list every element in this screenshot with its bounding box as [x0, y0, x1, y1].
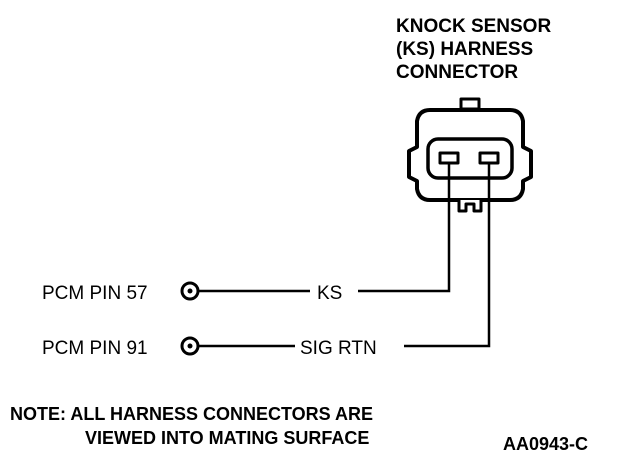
harness-connector — [407, 97, 533, 213]
figure-code: AA0943-C — [503, 434, 588, 454]
wires — [198, 163, 491, 348]
connector-latch-tab — [459, 97, 481, 111]
connector-terminal-ks — [438, 151, 460, 165]
wire-ks — [358, 163, 451, 293]
pcm-pin-91-signal-label: SIG RTN — [300, 338, 377, 359]
pcm-pin-57-terminal-dot — [187, 288, 193, 294]
note-line-1: NOTE: ALL HARNESS CONNECTORS ARE — [10, 404, 373, 424]
wire-sig-rtn — [404, 163, 491, 348]
pcm-pin-57: PCM PIN 57 KS — [42, 281, 342, 304]
note-line-2: VIEWED INTO MATING SURFACE — [85, 428, 369, 448]
pcm-pin-91: PCM PIN 91 SIG RTN — [42, 336, 377, 359]
pcm-pin-57-signal-label: KS — [317, 283, 342, 304]
pcm-pin-91-label: PCM PIN 91 — [42, 338, 148, 359]
pcm-pin-91-terminal-dot — [187, 343, 193, 349]
connector-title-line-1: KNOCK SENSOR — [396, 16, 551, 37]
connector-polarizing-key — [457, 200, 483, 213]
connector-title-line-3: CONNECTOR — [396, 62, 518, 83]
connector-terminal-sig-rtn — [478, 151, 500, 165]
pcm-pin-57-label: PCM PIN 57 — [42, 283, 148, 304]
connector-title-line-2: (KS) HARNESS — [396, 39, 533, 60]
